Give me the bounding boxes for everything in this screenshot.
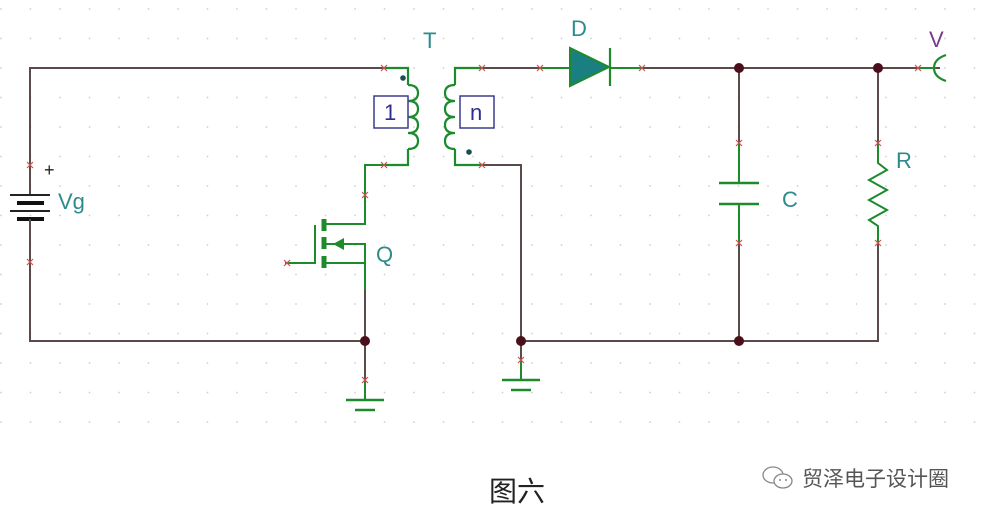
mosfet-label: Q xyxy=(376,242,393,267)
ground-secondary xyxy=(502,360,540,392)
pin-marker xyxy=(478,161,486,169)
wire-bottom-left xyxy=(29,226,365,342)
wechat-icon xyxy=(762,466,793,489)
pin-marker xyxy=(517,356,525,364)
node xyxy=(734,63,744,73)
secondary-turns-box xyxy=(459,95,495,129)
resistor-zigzag xyxy=(866,143,890,243)
primary-turns-box xyxy=(373,95,409,129)
capacitor-label: C xyxy=(782,187,798,212)
pin-marker xyxy=(536,64,544,72)
mosfet-q[interactable]: Q xyxy=(285,195,393,290)
diode-triangle xyxy=(569,46,612,88)
output-terminal[interactable]: V xyxy=(918,27,947,83)
pin-marker xyxy=(26,161,34,169)
mosfet-arrow xyxy=(333,238,344,250)
secondary-dot xyxy=(466,149,472,155)
primary-turns: 1 xyxy=(384,100,396,125)
secondary-turns: n xyxy=(470,100,482,125)
wire-top-left xyxy=(29,67,384,172)
watermark: 贸泽电子设计圈 xyxy=(760,463,949,493)
node xyxy=(516,336,526,346)
grid-background xyxy=(0,0,993,440)
figure-caption: 图六 xyxy=(489,475,546,508)
resistor-label: R xyxy=(896,148,912,173)
diode-d[interactable]: D xyxy=(540,16,642,88)
ground-primary xyxy=(346,380,384,412)
pin-marker xyxy=(380,161,388,169)
transformer-label: T xyxy=(423,28,436,53)
output-connector-icon xyxy=(932,53,947,83)
node xyxy=(873,63,883,73)
node xyxy=(360,336,370,346)
pin-marker xyxy=(735,139,743,147)
pin-markers xyxy=(26,64,922,384)
pin-marker xyxy=(874,239,882,247)
pin-marker xyxy=(380,64,388,72)
gate-lead xyxy=(285,225,316,264)
battery-plus-sign: + xyxy=(44,160,55,180)
secondary-winding xyxy=(443,83,456,151)
pin-marker xyxy=(361,191,369,199)
output-label: V xyxy=(929,27,944,52)
node xyxy=(734,336,744,346)
pin-marker xyxy=(638,64,646,72)
resistor-r[interactable]: R xyxy=(866,143,912,243)
pin-marker xyxy=(26,258,34,266)
battery-label: Vg xyxy=(58,189,85,214)
watermark-text: 贸泽电子设计圈 xyxy=(802,467,949,491)
pin-marker xyxy=(478,64,486,72)
capacitor-c[interactable]: C xyxy=(719,143,798,243)
pin-marker xyxy=(914,64,922,72)
diode-label: D xyxy=(571,16,587,41)
pin-marker xyxy=(283,259,291,267)
primary-dot xyxy=(400,75,406,81)
pin-marker xyxy=(361,376,369,384)
transformer-t[interactable]: T 1 n xyxy=(373,28,495,167)
pin-marker xyxy=(874,139,882,147)
pin-marker xyxy=(735,239,743,247)
battery-vg[interactable]: + Vg xyxy=(10,160,85,232)
junction-nodes xyxy=(360,63,883,346)
